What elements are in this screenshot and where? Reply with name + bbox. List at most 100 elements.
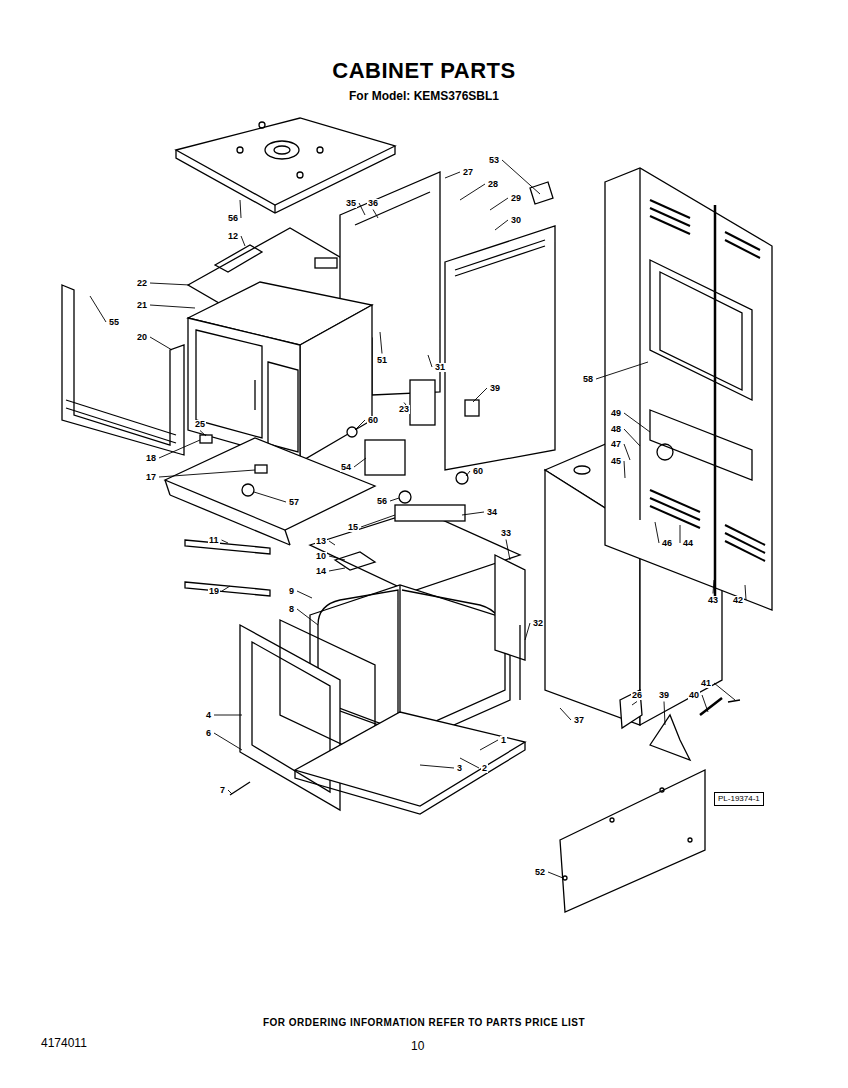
leader-line [655,522,659,543]
leader-line [473,388,487,402]
leader-line [624,429,640,446]
callout-number: 39 [489,384,501,393]
callout-number: 45 [610,457,622,466]
plate-number: PL-19374-1 [718,794,760,803]
callout-number: 29 [510,194,522,203]
leader-line [428,355,432,367]
callout-number: 53 [488,156,500,165]
callout-number: 4 [205,711,212,720]
callout-number: 8 [288,605,295,614]
callout-number: 23 [398,405,410,414]
leader-line [624,444,630,460]
leader-line [560,708,571,720]
leader-line [420,765,454,768]
leader-line [390,498,399,501]
leader-line [329,556,345,560]
leader-line [329,568,345,571]
callout-number: 27 [462,168,474,177]
model-subtitle: For Model: KEMS376SBL1 [348,90,500,102]
callout-number: 15 [347,523,359,532]
callout-number: 41 [700,679,712,688]
leader-line [680,525,681,543]
leader-line [460,184,485,200]
callout-number: 43 [707,596,719,605]
leader-line [214,733,242,750]
leader-line [240,200,241,218]
leader-line [159,440,200,458]
callout-number: 54 [340,463,352,472]
callout-number: 12 [227,232,239,241]
leader-line [329,541,335,545]
callout-number: 40 [688,691,700,700]
callout-number: 17 [145,473,157,482]
callout-number: 13 [315,537,327,546]
callout-number: 10 [315,552,327,561]
callout-number: 26 [631,691,643,700]
leader-line [150,337,172,350]
leader-line [745,585,746,600]
document-number: 4174011 [40,1037,88,1049]
leader-line [150,305,195,308]
leader-line [228,790,232,794]
callout-number: 55 [108,318,120,327]
leader-line [624,413,650,432]
leader-line [664,702,666,726]
leader-line [713,580,715,594]
leader-line [200,431,206,437]
leader-line [373,210,378,219]
callout-number: 19 [208,587,220,596]
leader-line [506,540,510,561]
callout-number: 28 [487,180,499,189]
callout-number: 39 [658,691,670,700]
callout-number: 58 [582,375,594,384]
callout-number: 20 [136,333,148,342]
leader-line [297,609,318,625]
leader-line [490,198,508,210]
callout-number: 44 [682,539,694,548]
leader-line [702,695,708,712]
callout-number: 56 [376,497,388,506]
leader-line [297,591,312,598]
leader-line [480,740,498,750]
callout-number: 2 [481,764,488,773]
leader-line [495,220,508,230]
callout-number: 35 [345,199,357,208]
callout-number: 18 [145,454,157,463]
callout-number: 36 [367,199,379,208]
callout-number: 47 [610,440,622,449]
callout-number: 30 [510,216,522,225]
leader-line [159,470,255,477]
callout-number: 51 [376,356,388,365]
callout-number: 33 [500,529,512,538]
callout-number: 31 [434,363,446,372]
callout-number: 46 [661,539,673,548]
leader-line [222,540,228,543]
leader-line [355,420,365,430]
callout-number: 48 [610,425,622,434]
leader-line [596,362,648,379]
callout-number: 37 [573,716,585,725]
callout-number: 32 [532,619,544,628]
leader-line [354,458,366,467]
callout-number: 25 [194,420,206,429]
leader-line [445,172,460,178]
callout-number: 9 [288,587,295,596]
footer-note: FOR ORDERING INFORMATION REFER TO PARTS … [262,1018,586,1028]
leader-line [150,283,190,285]
callout-number: 6 [205,729,212,738]
leader-line [90,296,106,322]
callout-number: 11 [208,536,220,545]
leader-line [241,236,245,246]
leader-line [632,702,637,706]
plate-number-box: PL-19374-1 [714,792,764,806]
callout-number: 22 [136,279,148,288]
leader-line [548,872,563,878]
leader-line [624,461,626,478]
leader-line [222,586,230,591]
callout-number: 1 [500,736,507,745]
callout-number: 56 [227,214,239,223]
callout-number: 60 [367,416,379,425]
leader-line [254,492,286,502]
leader-line [525,623,530,640]
